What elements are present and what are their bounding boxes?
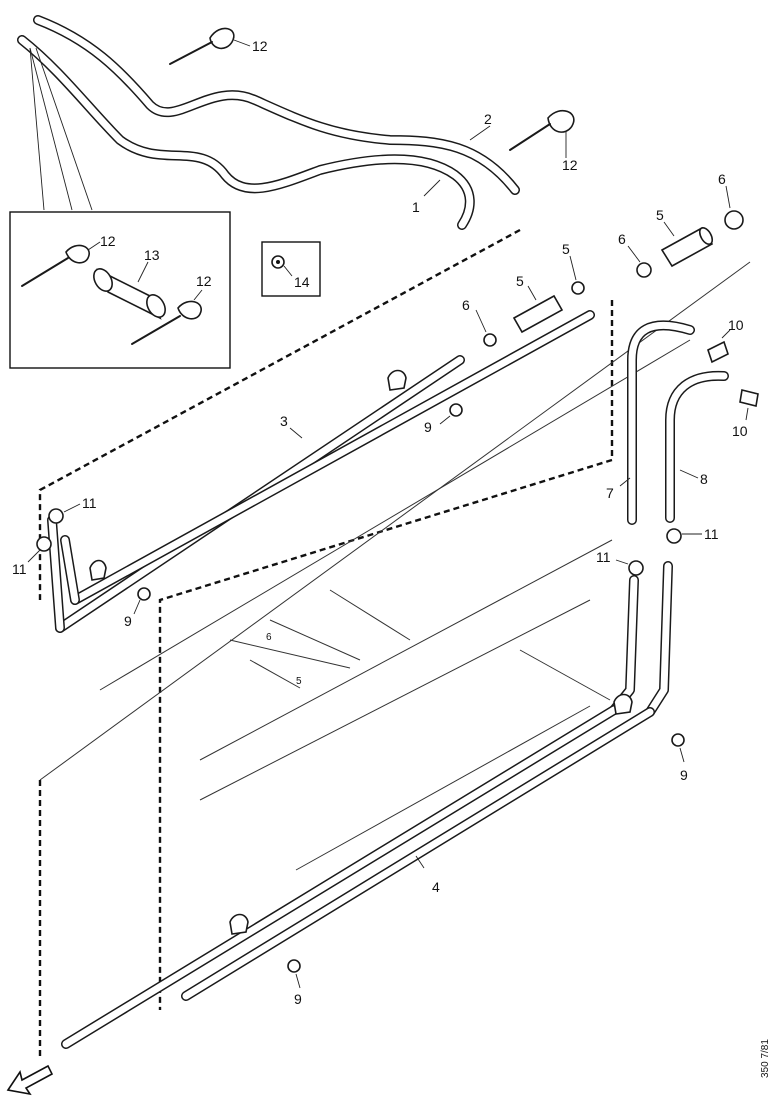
clip-part-12-right: 12 xyxy=(509,109,578,173)
callout-11-b: 11 xyxy=(12,561,27,577)
inset-callout-12-a: 12 xyxy=(100,233,116,249)
callout-11-a: 11 xyxy=(82,495,97,511)
clamp-part-11-b: 11 xyxy=(12,536,52,577)
sleeve-part-13: 13 xyxy=(93,247,166,320)
callout-6-faded: 6 xyxy=(266,632,272,643)
lower-riser-tubes xyxy=(609,561,673,717)
clamp-part-11-a: 11 xyxy=(48,495,97,524)
callout-9-c: 9 xyxy=(680,767,688,783)
clamp-part-6-upper: 6 xyxy=(462,297,497,347)
callout-1: 1 xyxy=(412,199,420,215)
inset-clip-12-a: 12 xyxy=(21,233,116,287)
callout-9-d: 9 xyxy=(294,991,302,1007)
callout-10-a: 10 xyxy=(728,317,744,333)
clamp-part-6-top: 6 xyxy=(618,231,652,278)
nut-part-9-d: 9 xyxy=(287,959,302,1007)
hose-part-2 xyxy=(33,15,520,195)
callout-9-b: 9 xyxy=(124,613,132,629)
callout-13: 13 xyxy=(144,247,160,263)
connector-part-10-a: 10 xyxy=(707,317,744,364)
inset-clip-12-b: 12 xyxy=(131,273,212,345)
callout-5-b: 5 xyxy=(562,241,570,257)
callout-14: 14 xyxy=(294,274,310,290)
hose-part-1 xyxy=(17,35,475,230)
nut-part-9-c: 9 xyxy=(671,733,688,783)
callout-5-a: 5 xyxy=(516,273,524,289)
callout-12-right: 12 xyxy=(562,157,578,173)
connector-part-10-b: 10 xyxy=(732,389,759,439)
callout-2: 2 xyxy=(484,111,492,127)
clip-part-12-top: 12 xyxy=(169,27,268,65)
callout-7: 7 xyxy=(606,485,614,501)
nut-part-9-b: 9 xyxy=(124,587,151,629)
callout-9-a: 9 xyxy=(424,419,432,435)
sleeve-part-5-top: 5 xyxy=(656,207,714,268)
hose-part-7: 7 xyxy=(606,320,695,525)
callout-8: 8 xyxy=(700,471,708,487)
clamp-part-11-d: 11 xyxy=(596,549,644,576)
callout-4: 4 xyxy=(432,879,440,895)
callout-10-b: 10 xyxy=(732,423,748,439)
clamp-part-6-b: 5 xyxy=(562,241,585,295)
callout-5-top: 5 xyxy=(656,207,664,223)
callout-11-c: 11 xyxy=(704,526,719,542)
detail-inset: 12 13 12 xyxy=(9,211,231,369)
callout-6-a: 6 xyxy=(462,297,470,313)
callout-5-faded: 5 xyxy=(296,676,302,687)
reference-code: 350 7/81 xyxy=(760,1039,771,1078)
nut-part-9-a: 9 xyxy=(424,403,463,435)
nut-box-part-14: 14 xyxy=(261,241,321,297)
sleeve-part-5-upper: 5 xyxy=(512,273,564,334)
callout-6-top: 6 xyxy=(618,231,626,247)
callout-3: 3 xyxy=(280,413,288,429)
inset-callout-12-b: 12 xyxy=(196,273,212,289)
callout-11-d: 11 xyxy=(596,549,611,565)
rail-part-4: 4 xyxy=(61,693,655,1049)
hose-part-8: 8 xyxy=(665,370,729,523)
clamp-part-6-right: 6 xyxy=(718,171,744,230)
callout-6-right: 6 xyxy=(718,171,726,187)
callout-12-top: 12 xyxy=(252,38,268,54)
direction-arrow-icon xyxy=(6,1064,54,1096)
rail-part-3: 3 xyxy=(47,310,595,633)
clamp-part-11-c: 11 xyxy=(666,526,719,544)
